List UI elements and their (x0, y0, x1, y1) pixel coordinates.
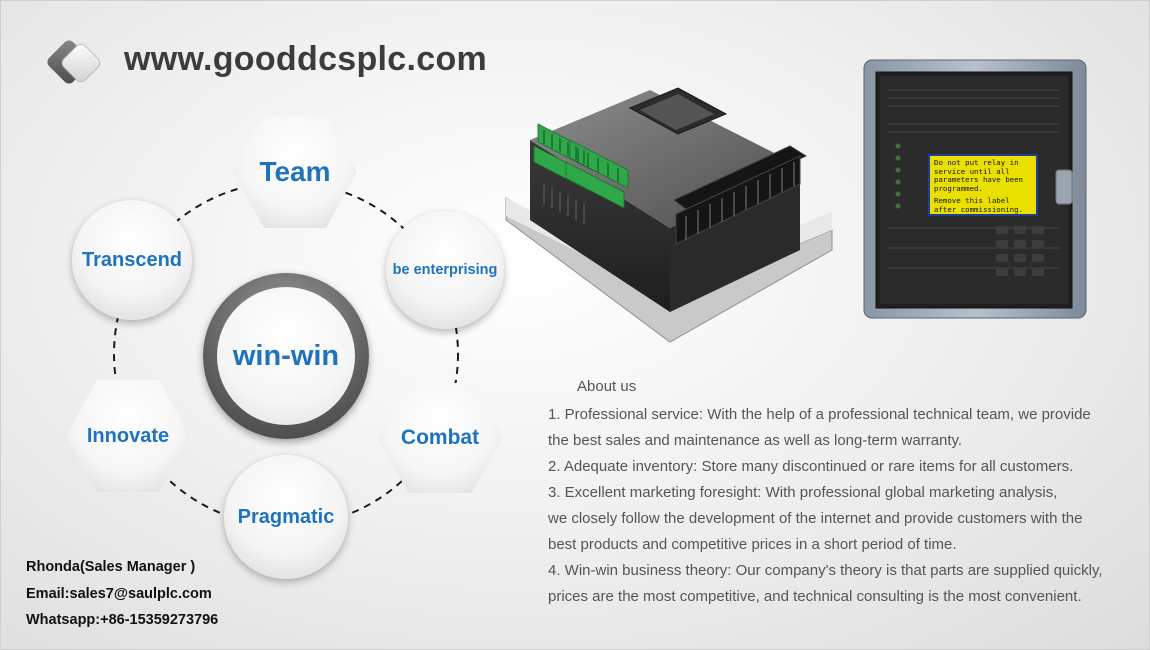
about-body: 1. Professional service: With the help o… (548, 402, 1138, 610)
about-line: 4. Win-win business theory: Our company'… (548, 562, 1103, 579)
value-label-combat: Combat (400, 426, 480, 449)
value-label-team: Team (259, 156, 331, 187)
value-node-combat: Combat (377, 383, 503, 493)
relay-warning-label: Do not put relay in service until all pa… (928, 154, 1038, 216)
about-line: best products and competitive prices in … (548, 536, 957, 553)
plc-controller-image (505, 87, 833, 343)
value-center-ring: win-win (203, 273, 369, 439)
about-line: 1. Professional service: With the help o… (548, 406, 1091, 423)
about-line: 2. Adequate inventory: Store many discon… (548, 458, 1074, 475)
about-line: the best sales and maintenance as well a… (548, 432, 963, 449)
contact-whatsapp[interactable]: Whatsapp:+86-15359273796 (26, 612, 219, 628)
value-label-pragmatic: Pragmatic (237, 505, 335, 528)
contact-block: Rhonda(Sales Manager ) Email:sales7@saul… (26, 554, 218, 634)
values-wheel: Team be enterprising Combat Pragmatic In… (0, 0, 540, 650)
about-line: we closely follow the development of the… (548, 510, 1083, 527)
about-line: prices are the most competitive, and tec… (548, 588, 1082, 605)
value-label-transcend: Transcend (81, 248, 183, 271)
relay-warning-line-1: Do not put relay in service until all pa… (934, 158, 1023, 193)
value-center: win-win (217, 287, 355, 425)
relay-warning-line-2: Remove this label after commissioning. (934, 196, 1023, 214)
value-label-enterprising: be enterprising (392, 262, 498, 278)
contact-name: Rhonda(Sales Manager ) (26, 559, 196, 575)
value-label-center: win-win (232, 339, 340, 372)
value-node-pragmatic: Pragmatic (224, 455, 348, 579)
value-node-transcend: Transcend (72, 200, 192, 320)
about-line: 3. Excellent marketing foresight: With p… (548, 484, 1058, 501)
site-url[interactable]: www.gooddcsplc.com (124, 40, 488, 78)
contact-email[interactable]: Email:sales7@saulplc.com (26, 585, 212, 602)
relay-panel-image: Do not put relay in service until all pa… (862, 58, 1088, 320)
diamond-logo-icon (47, 40, 101, 84)
about-title: About us (577, 378, 637, 395)
value-label-innovate: Innovate (86, 424, 170, 447)
value-node-enterprising: be enterprising (386, 211, 504, 329)
